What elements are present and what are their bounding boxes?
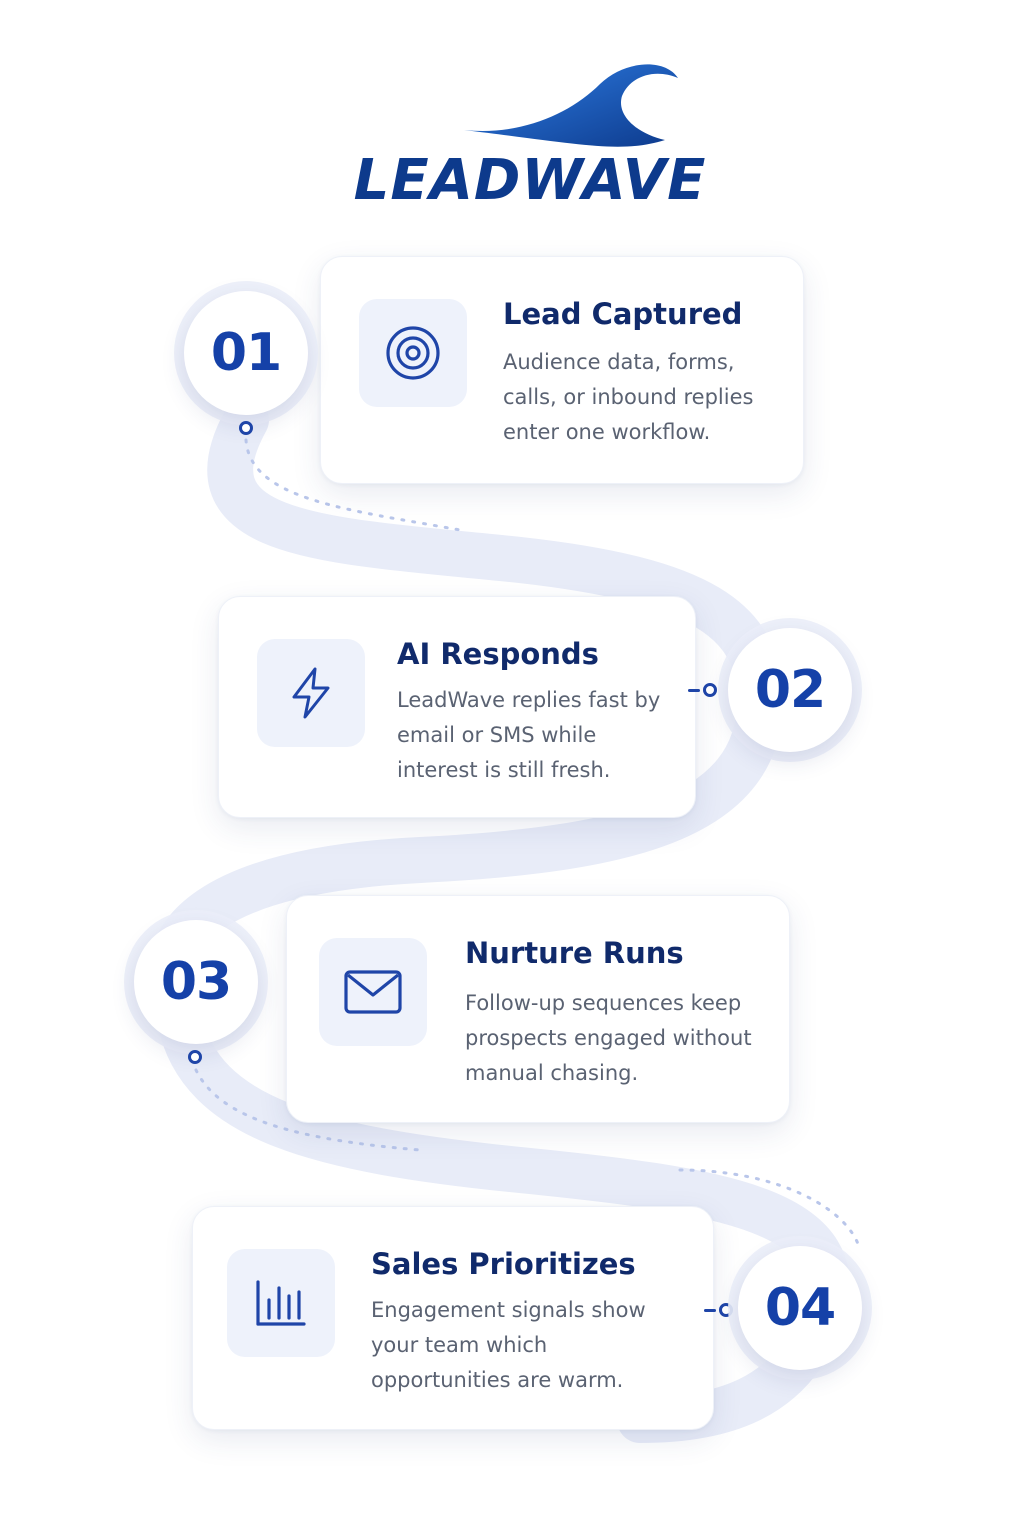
- step-2-icon-box: [257, 639, 365, 747]
- step-2-connector-line: [688, 689, 700, 692]
- step-4-connector-line: [704, 1309, 716, 1312]
- brand-name: LEADWAVE: [353, 148, 707, 213]
- step-3-title: Nurture Runs: [465, 936, 684, 970]
- target-icon: [386, 326, 440, 380]
- step-2-connector-dot: [703, 683, 717, 697]
- step-3-icon-box: [319, 938, 427, 1046]
- step-3-description: Follow-up sequences keep prospects engag…: [465, 991, 752, 1085]
- step-1-badge: 01: [184, 291, 308, 415]
- step-2-number: 02: [754, 660, 826, 720]
- step-2-badge: 02: [728, 628, 852, 752]
- envelope-icon: [344, 970, 402, 1014]
- step-2-description: LeadWave replies fast by email or SMS wh…: [397, 688, 661, 782]
- brand-header: LEADWAVE: [0, 48, 1024, 218]
- step-4-number: 04: [764, 1278, 836, 1338]
- step-3-number: 03: [160, 952, 232, 1012]
- step-4-connector-dot: [719, 1303, 733, 1317]
- step-4-badge: 04: [738, 1246, 862, 1370]
- step-card-2: AI Responds LeadWave replies fast by ema…: [218, 596, 696, 818]
- step-card-3: Nurture Runs Follow-up sequences keep pr…: [286, 895, 790, 1123]
- step-1-number: 01: [210, 323, 282, 383]
- step-1-connector-dot: [239, 421, 253, 435]
- step-1-title: Lead Captured: [503, 297, 743, 331]
- step-card-1: Lead Captured Audience data, forms, call…: [320, 256, 804, 484]
- step-2-title: AI Responds: [397, 637, 599, 671]
- step-3-connector-dot: [188, 1050, 202, 1064]
- wave-logo-icon: [464, 64, 678, 147]
- step-1-icon-box: [359, 299, 467, 407]
- step-4-icon-box: [227, 1249, 335, 1357]
- step-card-4: Sales Prioritizes Engagement signals sho…: [192, 1206, 714, 1430]
- bar-chart-icon: [256, 1280, 306, 1326]
- lightning-icon: [292, 667, 330, 719]
- step-3-badge: 03: [134, 920, 258, 1044]
- step-4-title: Sales Prioritizes: [371, 1247, 636, 1281]
- step-4-description: Engagement signals show your team which …: [371, 1298, 646, 1392]
- step-1-description: Audience data, forms, calls, or inbound …: [503, 350, 754, 444]
